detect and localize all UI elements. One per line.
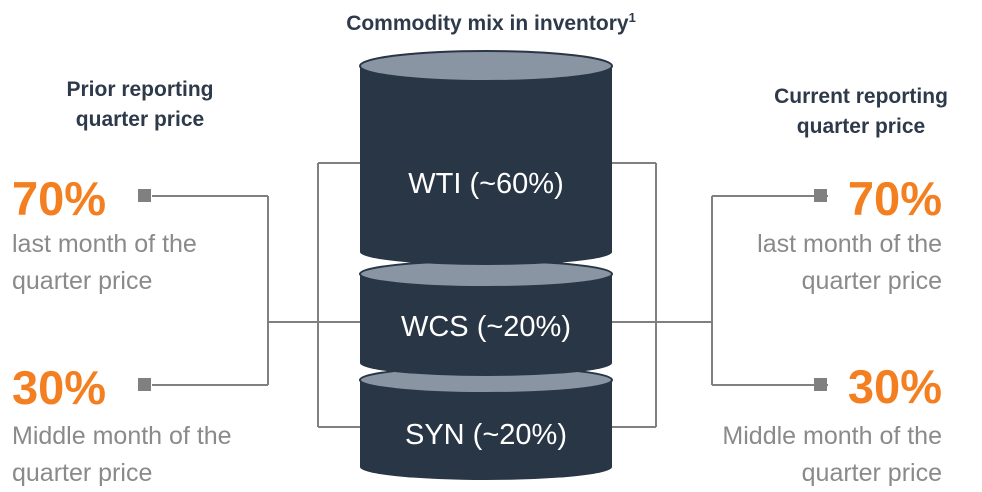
- cylinder-wcs: [359, 260, 613, 376]
- left-desc-70-line2: quarter price: [12, 267, 153, 295]
- left-desc-30-line1: Middle month of the: [12, 422, 232, 450]
- left-marker-70: [138, 189, 151, 202]
- right-connector: [612, 195, 828, 386]
- left-connector: [152, 195, 360, 386]
- left-heading: Prior reporting quarter price: [40, 75, 240, 135]
- left-desc-30: Middle month of the quarter price: [12, 418, 232, 492]
- right-desc-30-line2: quarter price: [801, 459, 942, 487]
- inventory-diagram: [138, 50, 828, 480]
- cylinder-label-syn: SYN (~20%): [405, 419, 567, 451]
- diagram-title-text: Commodity mix in inventory: [346, 12, 629, 35]
- left-desc-30-line2: quarter price: [12, 459, 153, 487]
- left-pct-70: 70%: [12, 172, 107, 225]
- right-heading: Current reporting quarter price: [742, 82, 980, 142]
- left-desc-70: last month of the quarter price: [12, 226, 197, 300]
- cylinder-frame: [317, 162, 657, 428]
- right-marker-30: [814, 378, 827, 391]
- right-marker-70: [814, 189, 827, 202]
- right-pct-70: 70%: [847, 172, 942, 225]
- right-desc-70-line1: last month of the: [757, 230, 942, 258]
- left-heading-line1: Prior reporting: [66, 78, 214, 101]
- left-marker-30: [138, 378, 151, 391]
- left-pct-30: 30%: [12, 361, 107, 414]
- cylinder-label-wcs: WCS (~20%): [400, 311, 571, 343]
- footnote-marker: 1: [628, 10, 636, 25]
- cylinder-wti: [359, 50, 613, 265]
- right-desc-30: Middle month of the quarter price: [722, 418, 942, 492]
- left-desc-70-line1: last month of the: [12, 230, 197, 258]
- diagram-title: Commodity mix in inventory1: [0, 10, 982, 36]
- left-heading-line2: quarter price: [75, 108, 205, 131]
- right-desc-70: last month of the quarter price: [757, 226, 942, 300]
- right-heading-line1: Current reporting: [774, 85, 948, 108]
- right-desc-30-line1: Middle month of the: [722, 422, 942, 450]
- right-pct-30: 30%: [847, 360, 942, 413]
- right-heading-line2: quarter price: [796, 115, 926, 138]
- right-desc-70-line2: quarter price: [801, 267, 942, 295]
- cylinder-label-wti: WTI (~60%): [408, 168, 564, 200]
